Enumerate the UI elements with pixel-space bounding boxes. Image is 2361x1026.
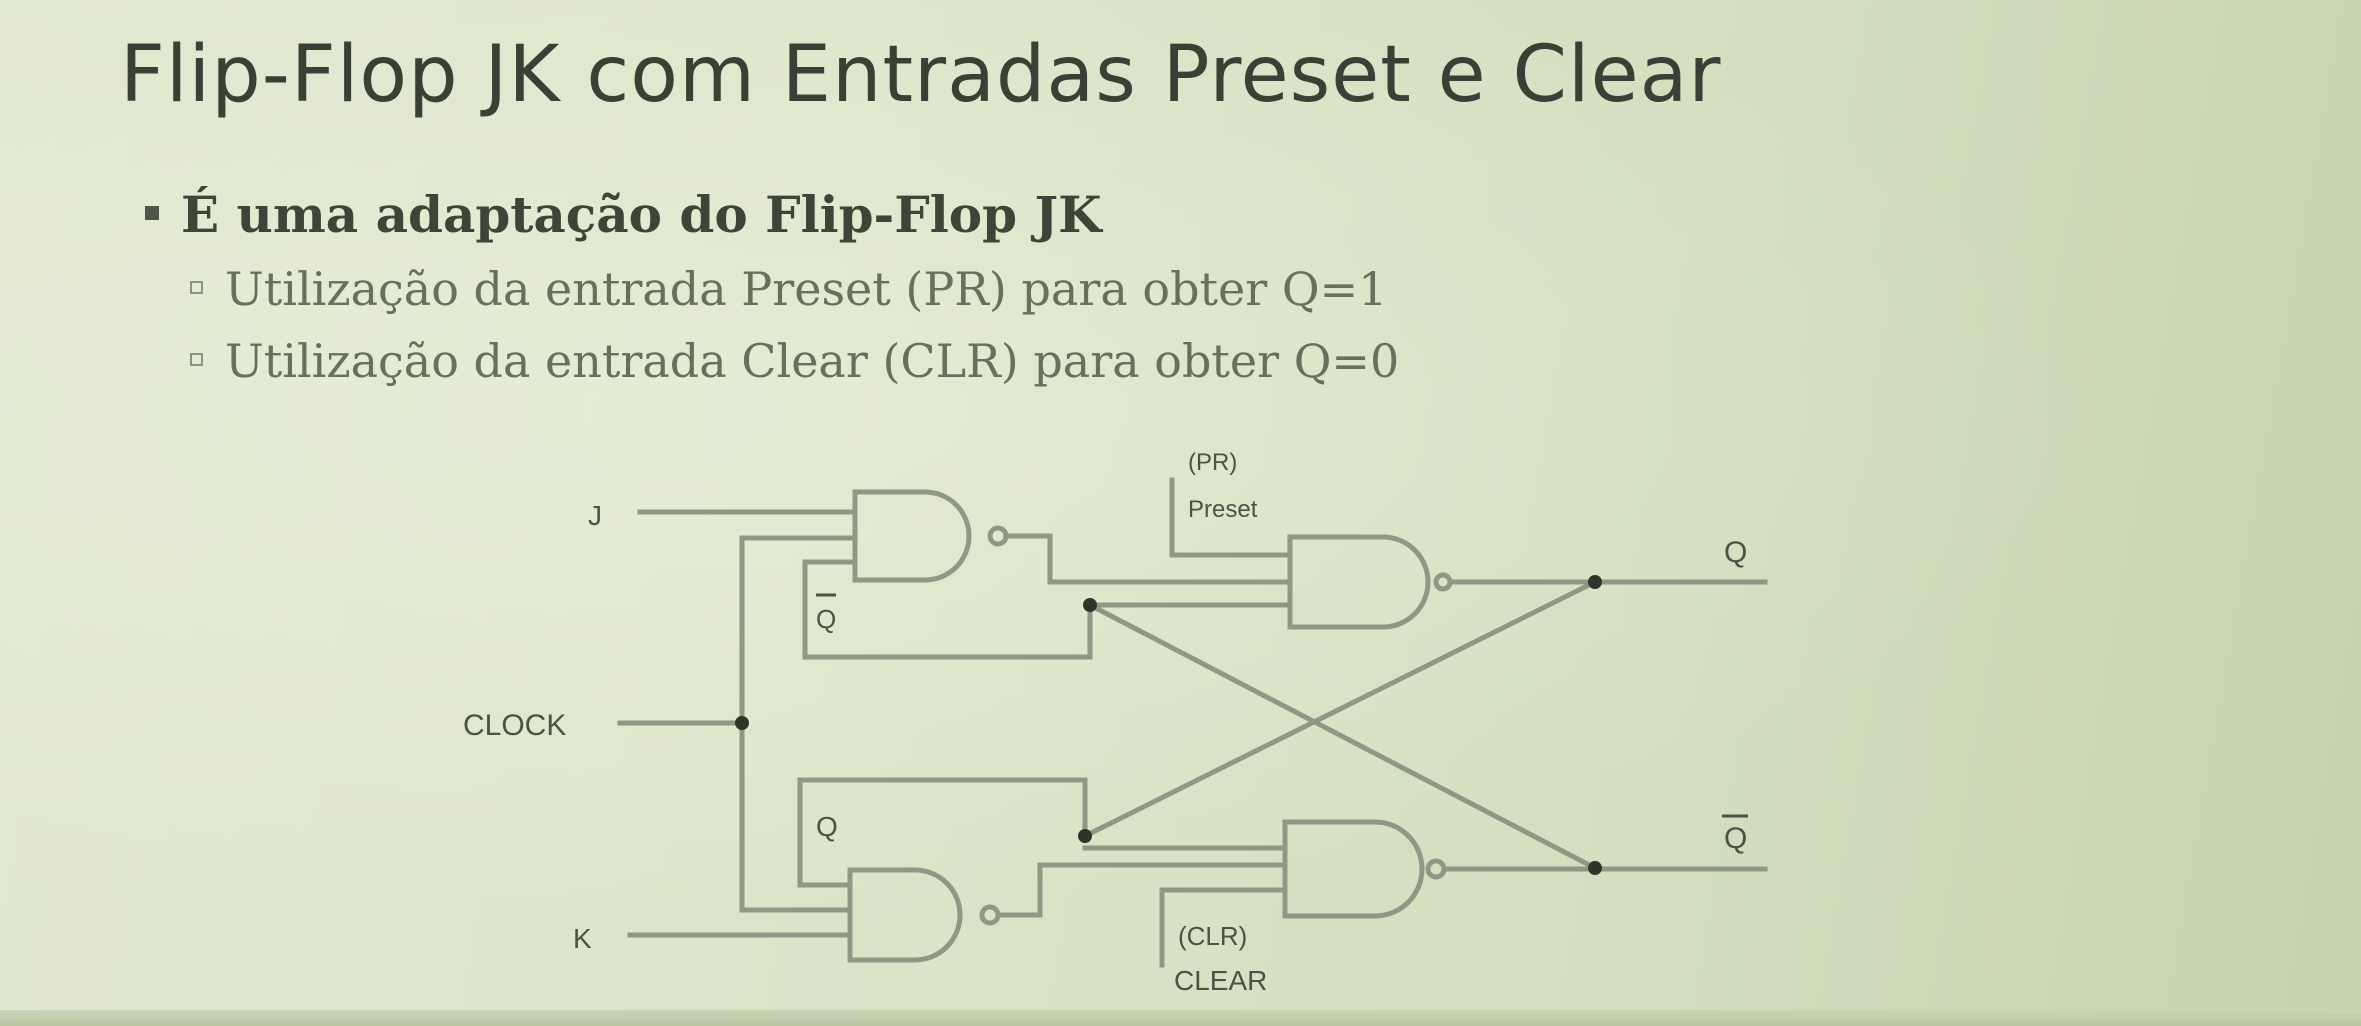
sub-bullet-text: Utilização da entrada Clear (CLR) para o…	[225, 334, 1400, 388]
q-feedback-top	[802, 559, 1093, 660]
cross-wire-2	[1081, 578, 1599, 840]
q-output-label: Q	[1724, 536, 1747, 569]
nand-gate-latch-bottom	[1282, 819, 1425, 919]
j-label: J	[588, 500, 602, 531]
main-bullet: É uma adaptação do Flip-Flop JK	[145, 185, 1102, 244]
bullet-marker	[145, 206, 159, 220]
clock-label: CLOCK	[463, 709, 566, 742]
clear-wire	[1159, 887, 1288, 968]
junction-dot	[1083, 598, 1097, 612]
q-feedback-bottom	[797, 777, 1088, 888]
pr-label: (PR)	[1188, 449, 1237, 476]
junction-dot	[1078, 829, 1092, 843]
screen-bottom-edge	[0, 1010, 2361, 1026]
sub-bullet-preset: Utilização da entrada Preset (PR) para o…	[190, 262, 1387, 316]
nand-bubble	[1433, 572, 1453, 592]
top-gate-output	[1003, 533, 1293, 585]
qbar-output-label: Q	[1724, 822, 1747, 855]
junction-dot	[735, 716, 749, 730]
preset-wire	[1169, 477, 1293, 558]
sub-bullet-marker	[190, 352, 203, 366]
slide-title: Flip-Flop JK com Entradas Preset e Clear	[120, 30, 1722, 120]
sub-bullet-clear: Utilização da entrada Clear (CLR) para o…	[190, 334, 1399, 388]
junction-dot	[1588, 861, 1602, 875]
cross-wire-1	[1086, 601, 1599, 872]
sub-bullet-marker	[190, 280, 203, 294]
preset-label: Preset	[1188, 496, 1258, 523]
sub-bullet-text: Utilização da entrada Preset (PR) para o…	[225, 262, 1388, 316]
main-bullet-text: É uma adaptação do Flip-Flop JK	[181, 185, 1102, 244]
junction-dot	[1588, 575, 1602, 589]
q-feedback-top-label: Q	[816, 604, 836, 634]
q-feedback-bottom-label: Q	[816, 811, 838, 842]
bottom-gate-output	[995, 862, 1288, 918]
nand-gate-latch-top	[1287, 534, 1431, 630]
k-label: K	[573, 923, 592, 954]
clr-label: (CLR)	[1178, 921, 1247, 951]
nand-gate-k	[847, 867, 963, 963]
nand-gate-j	[852, 489, 972, 583]
clear-label: CLEAR	[1174, 965, 1267, 996]
